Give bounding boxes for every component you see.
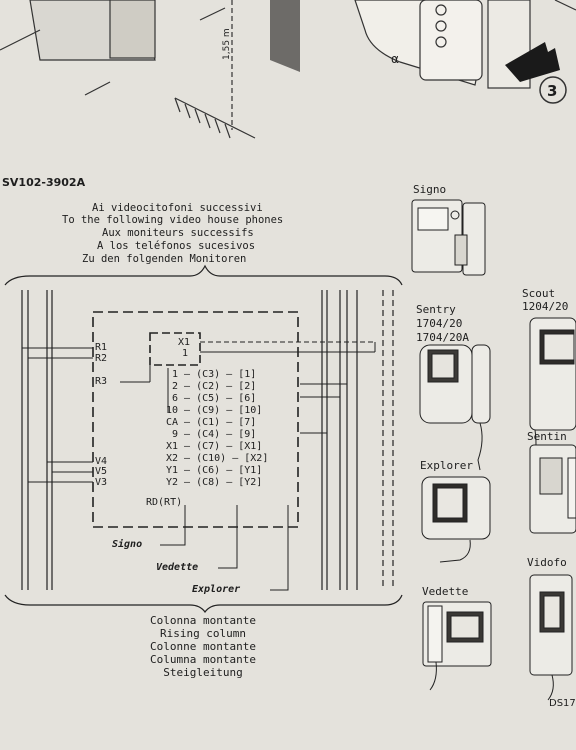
step-number: 3	[547, 82, 558, 100]
explorer-device-drawing	[421, 476, 491, 563]
wiring-row: 9 — (C4) — [9]	[172, 429, 257, 440]
column-label-es: Columna montante	[150, 653, 256, 666]
sentinel-device-drawing	[529, 444, 576, 534]
videofon-device-drawing	[529, 574, 573, 701]
scout-device-drawing	[529, 317, 576, 471]
wiring-row: 6 — (C5) — [6]	[172, 393, 257, 404]
callout-signo: Signo	[112, 539, 143, 550]
device-label-scout-code: 1204/20	[522, 300, 569, 313]
wiring-row: 2 — (C2) — [2]	[172, 381, 257, 392]
terminal-inner-1: 1	[182, 348, 189, 359]
vedette-device-drawing	[422, 601, 492, 691]
terminal-v5: V5	[95, 466, 108, 477]
terminal-v3: V3	[95, 477, 108, 488]
device-label-sentry: Sentry	[416, 303, 456, 316]
device-label-sentinel: Sentin	[527, 430, 567, 443]
device-label-explorer: Explorer	[420, 459, 473, 472]
wiring-row: 10 — (C9) — [10]	[166, 405, 263, 416]
device-label-sentry-code-1: 1704/20	[416, 317, 463, 330]
wiring-row: X2 — (C10) — [X2]	[166, 453, 269, 464]
rising-column-lines	[21, 290, 358, 590]
product-code: SV102-3902A	[2, 176, 86, 189]
heading-line-fr: Aux moniteurs successifs	[102, 227, 254, 239]
column-label-it: Colonna montante	[150, 614, 256, 627]
wiring-row: Y2 — (C8) — [Y2]	[166, 477, 263, 488]
ds-code: DS17	[549, 698, 576, 709]
wiring-row: Y1 — (C6) — [Y1]	[166, 465, 263, 476]
terminal-v4: V4	[95, 456, 108, 467]
device-label-scout: Scout	[522, 287, 556, 300]
rd-label: RD(RT)	[146, 497, 183, 508]
heading-line-es: A los teléfonos sucesivos	[97, 240, 256, 252]
sentry-device-drawing	[419, 344, 491, 471]
column-label-de: Steigleitung	[163, 666, 243, 679]
terminal-r1: R1	[95, 342, 108, 353]
device-label-vedette: Vedette	[422, 585, 469, 598]
column-label-en: Rising column	[159, 627, 247, 640]
terminal-r2: R2	[95, 353, 108, 364]
height-label: 1,55 m	[222, 28, 232, 60]
wiring-row: X1 — (C7) — [X1]	[166, 441, 263, 452]
callout-vedette: Vedette	[156, 562, 199, 573]
alpha-label: α	[391, 52, 399, 66]
wiring-row: CA — (C1) — [7]	[166, 417, 257, 428]
terminal-inner-x1: X1	[178, 337, 191, 348]
device-label-sentry-code-2: 1704/20A	[416, 331, 469, 344]
signo-device-drawing	[411, 199, 486, 276]
heading-line-de: Zu den folgenden Monitoren	[82, 253, 247, 265]
installation-illustration	[0, 0, 576, 139]
device-label-signo: Signo	[413, 183, 447, 196]
wiring-row: 1 — (C3) — [1]	[172, 369, 257, 380]
terminal-r3: R3	[95, 376, 108, 387]
callout-explorer: Explorer	[192, 584, 241, 595]
device-label-videofon: Vidofo	[527, 556, 567, 569]
heading-line-it: Ai videocitofoni successivi	[92, 202, 263, 214]
column-label-fr: Colonne montante	[150, 640, 256, 653]
heading-line-en: To the following video house phones	[62, 214, 284, 226]
